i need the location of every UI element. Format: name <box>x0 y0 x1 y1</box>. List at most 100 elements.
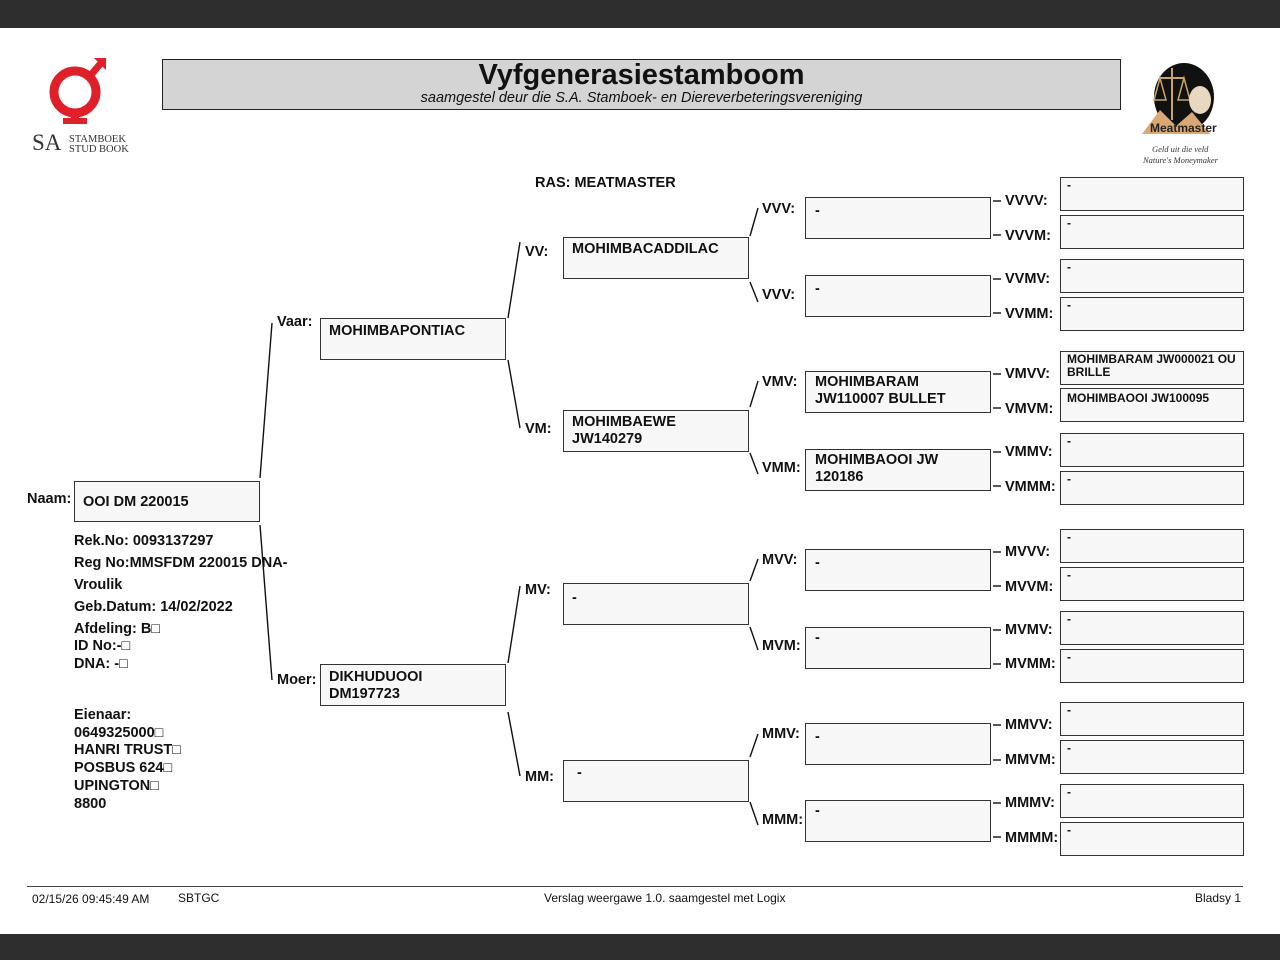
moer-box: DIKHUDUOOI DM197723 <box>320 664 506 706</box>
animal-name-box: OOI DM 220015 <box>74 481 260 522</box>
animal-name: OOI DM 220015 <box>83 494 189 510</box>
g5-box: - <box>1060 702 1244 736</box>
g5-box: - <box>1060 433 1244 467</box>
g5-label: MVMV: <box>1005 622 1053 638</box>
owner-block: Eienaar: 0649325000□ HANRI TRUST□ POSBUS… <box>74 707 181 813</box>
g5-box: - <box>1060 567 1244 601</box>
g5-name: - <box>1067 703 1071 717</box>
vvm-box: - <box>805 275 991 317</box>
mm-label: MM: <box>525 769 554 785</box>
g5-box: - <box>1060 784 1244 818</box>
title-box: Vyfgenerasiestamboom saamgestel deur die… <box>162 59 1121 110</box>
g5-box: - <box>1060 740 1244 774</box>
page-title: Vyfgenerasiestamboom <box>478 59 805 91</box>
vaar-box: MOHIMBAPONTIAC <box>320 318 506 360</box>
g5-box: MOHIMBARAM JW000021 OU BRILLE <box>1060 351 1244 385</box>
g5-box: - <box>1060 822 1244 856</box>
g5-label: VMVM: <box>1005 401 1054 417</box>
meatmaster-icon <box>1142 63 1214 134</box>
top-dark-bar <box>0 0 1280 28</box>
g5-label: VVMV: <box>1005 271 1051 287</box>
vm-box: MOHIMBAEWE JW140279 <box>563 410 749 452</box>
vvv-box: - <box>805 197 991 239</box>
vv-name: MOHIMBACADDILAC <box>572 241 719 257</box>
mvm-label: MVM: <box>762 638 801 654</box>
vmv-name: MOHIMBARAM JW110007 BULLET <box>815 374 946 407</box>
moer-label: Moer: <box>277 672 317 688</box>
page-subtitle: saamgestel deur die S.A. Stamboek- en Di… <box>420 90 863 106</box>
g5-name: - <box>1067 298 1071 312</box>
g5-label: VVVV: <box>1005 193 1048 209</box>
owner-line: 0649325000□ <box>74 724 164 741</box>
vvm-name: - <box>815 281 820 297</box>
g5-label: MMVM: <box>1005 752 1056 768</box>
rek-no: Rek.No: 0093137297 <box>74 533 214 549</box>
g5-label: MVMM: <box>1005 656 1056 672</box>
mmv-name: - <box>815 729 820 745</box>
g5-name: - <box>1067 823 1071 837</box>
g5-box: MOHIMBAOOI JW100095 <box>1060 388 1244 422</box>
meatmaster-logo: Meatmaster Geld uit die veld Nature's Mo… <box>1138 60 1220 168</box>
g5-name: - <box>1067 785 1071 799</box>
vmm-label: VMM: <box>762 460 801 476</box>
g5-label: VVMM: <box>1005 306 1054 322</box>
logo-line2: STUD BOOK <box>69 144 129 155</box>
g5-box: - <box>1060 471 1244 505</box>
vmm-box: MOHIMBAOOI JW 120186 <box>805 449 991 491</box>
breed-label: RAS: MEATMASTER <box>535 175 676 191</box>
mmm-name: - <box>815 803 820 819</box>
mvm-box: - <box>805 627 991 669</box>
mm-name: - <box>577 765 582 781</box>
g5-name: - <box>1067 260 1071 274</box>
g5-name: MOHIMBARAM JW000021 OU BRILLE <box>1067 352 1236 379</box>
sa-stud-book-logo: SA STAMBOEK STUD BOOK <box>30 56 140 160</box>
moer-name: DIKHUDUOOI DM197723 <box>329 669 423 702</box>
g5-box: - <box>1060 259 1244 293</box>
meatmaster-brand: Meatmaster <box>1150 121 1217 135</box>
mm-box: - <box>563 760 749 802</box>
logo-line1: STAMBOEK <box>69 134 126 145</box>
g5-label: MMMV: <box>1005 795 1055 811</box>
vmm-name: MOHIMBAOOI JW 120186 <box>815 452 939 485</box>
g5-label: VVVM: <box>1005 228 1051 244</box>
mv-name: - <box>572 590 577 606</box>
vv-label: VV: <box>525 244 549 260</box>
g5-label: VMMM: <box>1005 479 1056 495</box>
owner-line: HANRI TRUST□ <box>74 742 182 759</box>
g5-box: - <box>1060 649 1244 683</box>
vmv-box: MOHIMBARAM JW110007 BULLET <box>805 371 991 413</box>
mmv-label: MMV: <box>762 726 800 742</box>
g5-box: - <box>1060 215 1244 249</box>
mmm-label: MMM: <box>762 812 804 828</box>
footer-report: Verslag weergawe 1.0. saamgestel met Log… <box>544 891 786 905</box>
owner-line: 8800 <box>74 795 107 812</box>
g5-name: - <box>1067 568 1071 582</box>
g5-name: - <box>1067 216 1071 230</box>
owner-label: Eienaar: <box>74 707 132 723</box>
mvv-box: - <box>805 549 991 591</box>
vaar-name: MOHIMBAPONTIAC <box>329 323 466 339</box>
mmm-box: - <box>805 800 991 842</box>
owner-line: POSBUS 624□ <box>74 760 173 777</box>
g5-label: MVVM: <box>1005 579 1054 595</box>
mv-label: MV: <box>525 582 551 598</box>
g5-label: MMMM: <box>1005 830 1059 846</box>
g5-label: VMVV: <box>1005 366 1051 382</box>
mmv-box: - <box>805 723 991 765</box>
owner-line: UPINGTON□ <box>74 777 160 794</box>
birth-date: Geb.Datum: 14/02/2022 <box>74 599 233 615</box>
g5-label: VMMV: <box>1005 444 1053 460</box>
mvm-name: - <box>815 630 820 646</box>
g5-box: - <box>1060 177 1244 211</box>
g5-box: - <box>1060 611 1244 645</box>
vvm-label: VVV: <box>762 287 796 303</box>
logo-stamboek-text: STAMBOEK STUD BOOK <box>69 134 129 155</box>
mvv-label: MVV: <box>762 552 798 568</box>
footer-datetime: 02/15/26 09:45:49 AM <box>32 892 150 906</box>
footer-page: Bladsy 1 <box>1195 891 1242 905</box>
dna: DNA: -□ <box>74 656 128 672</box>
vaar-label: Vaar: <box>277 314 313 330</box>
mvv-name: - <box>815 555 820 571</box>
g5-label: MMVV: <box>1005 717 1053 733</box>
g5-name: - <box>1067 650 1071 664</box>
